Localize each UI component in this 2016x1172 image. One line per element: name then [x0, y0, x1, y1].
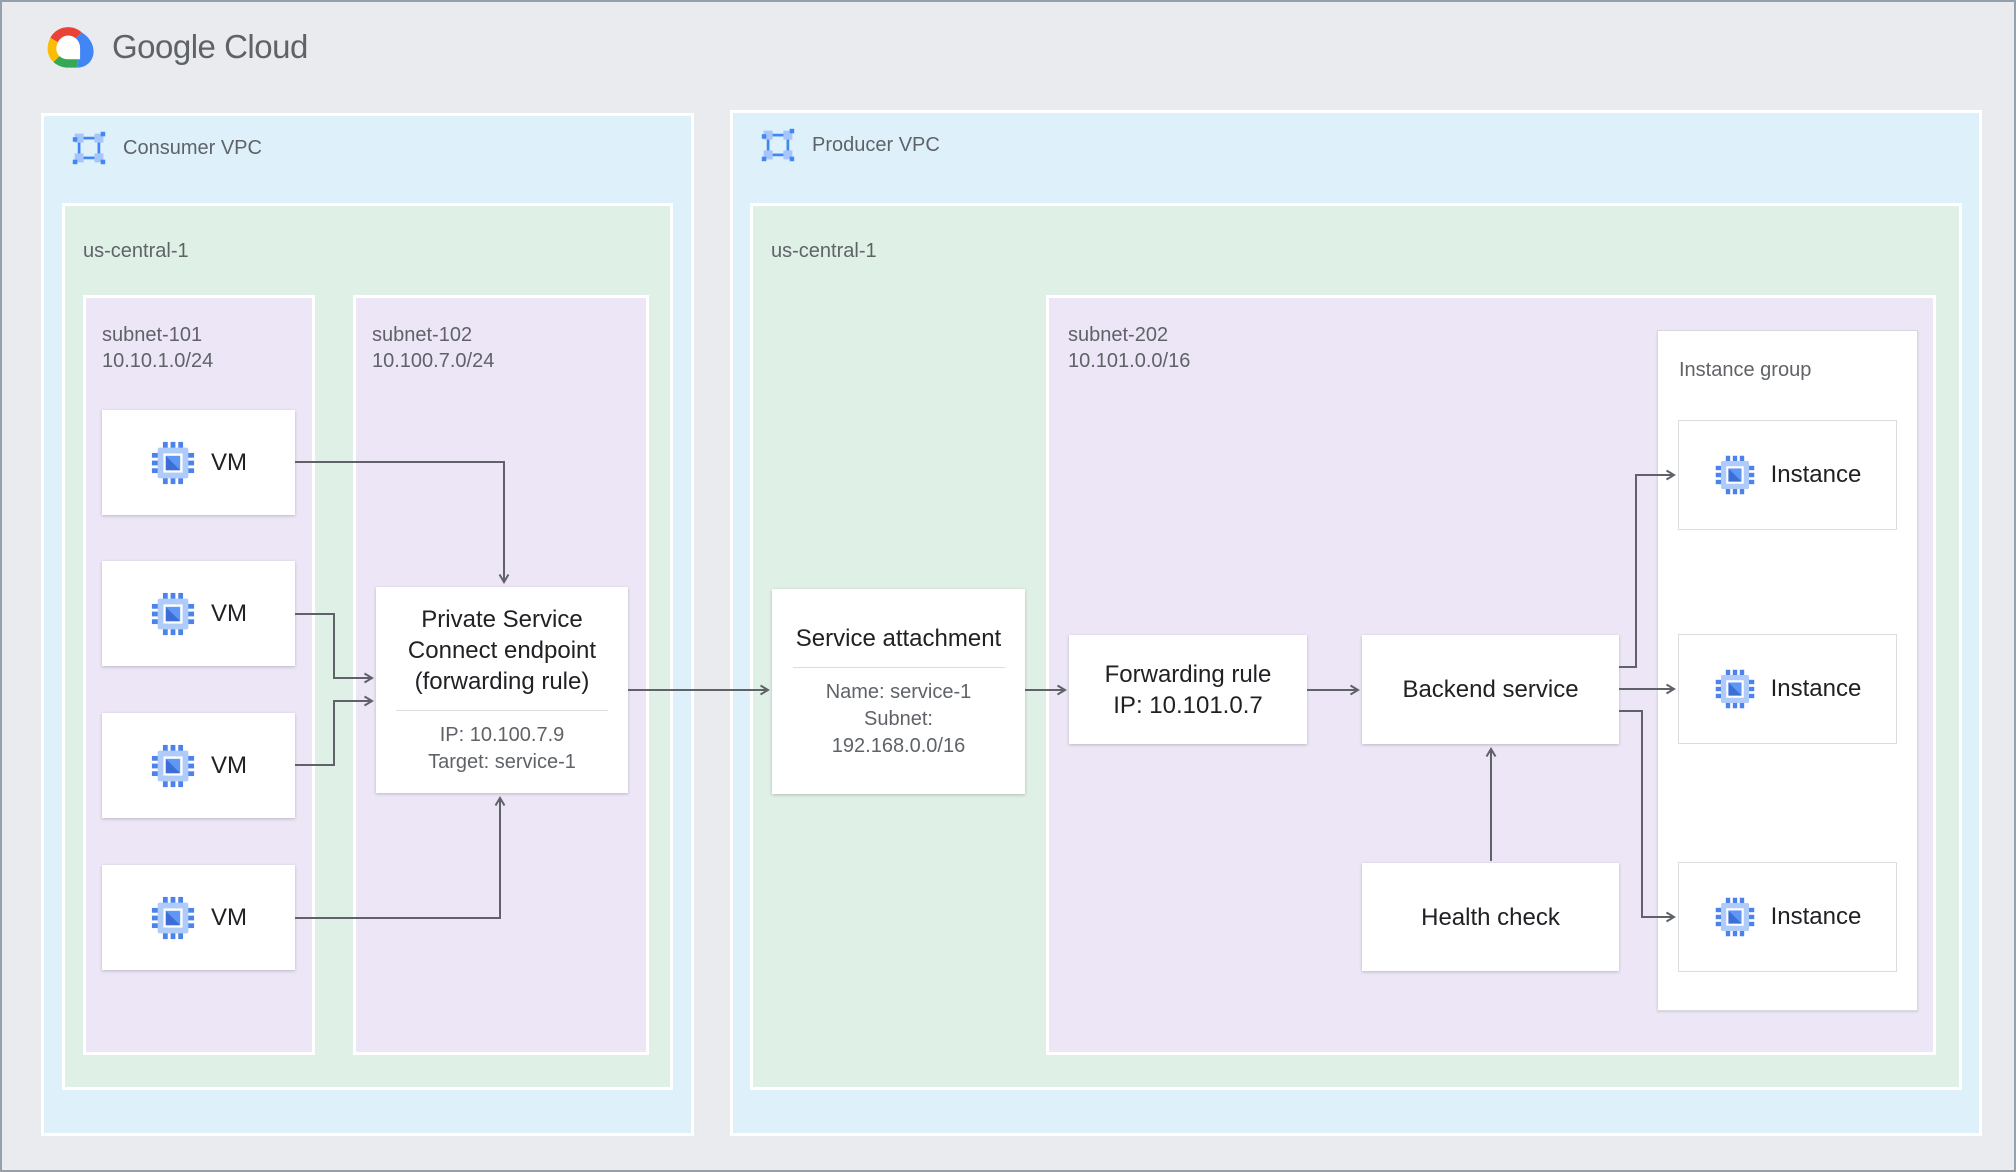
- backend-service-node: Backend service: [1362, 635, 1619, 744]
- psc-endpoint-title: Private Service Connect endpoint (forwar…: [407, 606, 597, 695]
- service-attachment-subnet-label: Subnet:: [864, 708, 933, 730]
- service-attachment-node: Service attachment Name: service-1 Subne…: [772, 589, 1025, 794]
- consumer-region-label: us-central-1: [83, 240, 189, 262]
- instance-icon: [1715, 897, 1754, 937]
- instance-node-2: Instance: [1678, 634, 1897, 744]
- subnet-102-label: subnet-102 10.100.7.0/24: [372, 322, 494, 374]
- instance-node-1: Instance: [1678, 420, 1897, 530]
- consumer-vpc-container: Consumer VPC us-central-1 subnet-101 10.…: [41, 113, 694, 1136]
- vm-icon: [151, 592, 195, 635]
- instance-icon: [1715, 455, 1754, 495]
- instance-label: Instance: [1770, 903, 1862, 930]
- health-check-label: Health check: [1421, 903, 1560, 931]
- subnet-202-container: subnet-202 10.101.0.0/16 Forwarding rule…: [1046, 295, 1936, 1055]
- divider: [396, 710, 608, 711]
- producer-vpc-header: Producer VPC: [760, 127, 940, 163]
- vm-icon: [151, 744, 195, 787]
- service-attachment-title: Service attachment: [795, 625, 1002, 652]
- vm-label: VM: [211, 903, 247, 931]
- instance-label: Instance: [1770, 675, 1862, 702]
- instance-icon: [1715, 669, 1754, 709]
- psc-endpoint-ip: IP: 10.100.7.9: [439, 724, 565, 746]
- health-check-node: Health check: [1362, 863, 1619, 971]
- service-attachment-name: Name: service-1: [825, 681, 972, 703]
- vm-label: VM: [211, 599, 247, 627]
- vm-node-1: VM: [102, 410, 295, 515]
- forwarding-rule-ip: IP: 10.101.0.7: [1113, 691, 1263, 719]
- producer-region-container: us-central-1 Service attachment Name: se…: [750, 203, 1962, 1090]
- instance-group-container: Instance group Instance Instance Instanc…: [1657, 330, 1918, 1011]
- subnet-101-cidr: 10.10.1.0/24: [102, 350, 214, 372]
- google-cloud-logo-icon: [47, 27, 94, 68]
- psc-endpoint-node: Private Service Connect endpoint (forwar…: [376, 587, 628, 793]
- backend-service-label: Backend service: [1402, 676, 1579, 703]
- vm-label: VM: [211, 751, 247, 779]
- google-cloud-logo: Google Cloud: [40, 24, 308, 70]
- vm-node-4: VM: [102, 865, 295, 970]
- vm-icon: [151, 441, 195, 484]
- vm-icon: [151, 896, 195, 939]
- vm-node-3: VM: [102, 713, 295, 818]
- forwarding-rule-node: Forwarding rule IP: 10.101.0.7: [1069, 635, 1307, 744]
- subnet-202-name: subnet-202: [1068, 324, 1169, 346]
- subnet-101-container: subnet-101 10.10.1.0/24 VM VM VM V: [83, 295, 315, 1055]
- divider: [792, 667, 1005, 668]
- vpc-icon: [71, 130, 107, 166]
- subnet-102-cidr: 10.100.7.0/24: [372, 350, 495, 372]
- consumer-vpc-label: Consumer VPC: [123, 136, 262, 159]
- service-attachment-subnet-cidr: 192.168.0.0/16: [831, 735, 966, 757]
- google-cloud-logo-text: Google Cloud: [112, 28, 308, 65]
- subnet-102-name: subnet-102: [372, 324, 473, 346]
- producer-region-label: us-central-1: [771, 240, 877, 262]
- subnet-101-name: subnet-101: [102, 324, 203, 346]
- subnet-202-cidr: 10.101.0.0/16: [1068, 350, 1191, 372]
- producer-vpc-label: Producer VPC: [812, 133, 940, 156]
- vpc-icon: [760, 127, 796, 163]
- consumer-vpc-header: Consumer VPC: [71, 130, 262, 166]
- forwarding-rule-title: Forwarding rule: [1104, 660, 1272, 688]
- subnet-202-label: subnet-202 10.101.0.0/16: [1068, 322, 1190, 374]
- psc-endpoint-target: Target: service-1: [428, 751, 576, 773]
- subnet-102-container: subnet-102 10.100.7.0/24 Private Service…: [353, 295, 649, 1055]
- instance-label: Instance: [1770, 461, 1862, 488]
- instance-group-label: Instance group: [1679, 359, 1812, 381]
- vm-node-2: VM: [102, 561, 295, 666]
- subnet-101-label: subnet-101 10.10.1.0/24: [102, 322, 213, 374]
- producer-vpc-container: Producer VPC us-central-1 Service attach…: [730, 110, 1982, 1136]
- vm-label: VM: [211, 448, 247, 476]
- consumer-region-container: us-central-1 subnet-101 10.10.1.0/24 VM …: [62, 203, 673, 1090]
- instance-node-3: Instance: [1678, 862, 1897, 972]
